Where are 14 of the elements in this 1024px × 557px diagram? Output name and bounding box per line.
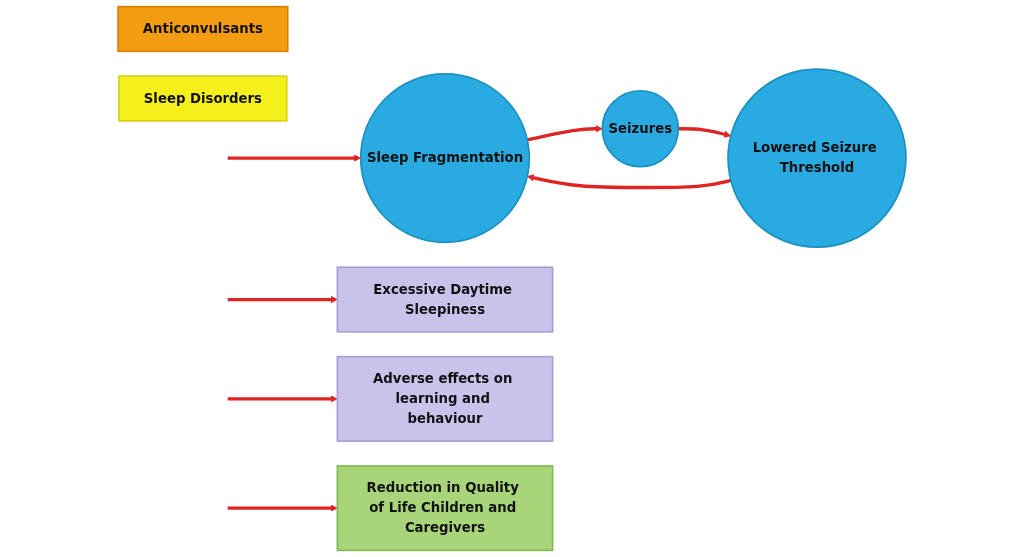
node-box: Anticonvulsants bbox=[117, 5, 289, 53]
arrow bbox=[227, 395, 338, 403]
arrow bbox=[227, 504, 338, 512]
arrow bbox=[526, 174, 732, 190]
arrow bbox=[526, 125, 603, 142]
arrow bbox=[678, 127, 732, 138]
node-circle: Lowered Seizure Threshold bbox=[727, 68, 907, 248]
arrow bbox=[227, 295, 338, 304]
node-box: Reduction in Quality of Life Children and Caregivers bbox=[336, 465, 554, 552]
node-box: Sleep Disorders bbox=[118, 75, 288, 122]
node-box: Adverse effects on learning and behaviour bbox=[336, 355, 554, 442]
node-circle: Seizures bbox=[601, 89, 680, 168]
node-circle: Sleep Fragmentation bbox=[359, 73, 531, 244]
node-box: Excessive Daytime Sleepiness bbox=[336, 266, 554, 333]
